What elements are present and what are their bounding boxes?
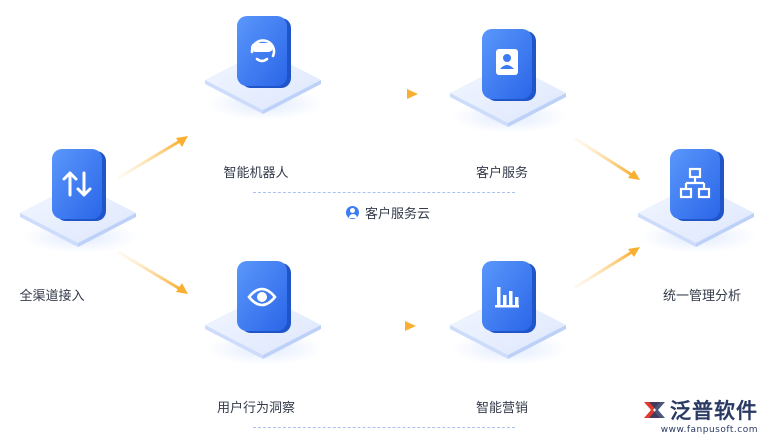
arrow-insight-to-marketing [328, 321, 416, 331]
node-insight-label: 用户行为洞察 [216, 401, 296, 416]
bar-chart-icon [495, 287, 519, 308]
node-analysis [638, 145, 766, 255]
brand-name: 泛普软件 [670, 399, 758, 423]
flowchart-icon [679, 167, 711, 199]
node-marketing-label: 智能营销 [475, 401, 529, 416]
user-icon [346, 206, 359, 219]
brand-watermark: 泛普软件 www.fanpusoft.com [640, 395, 758, 435]
group-cloud-text: 客户服务云 [365, 207, 431, 222]
eye-icon [247, 287, 277, 307]
group-divider-top [253, 192, 515, 193]
brand-url: www.fanpusoft.com [660, 425, 758, 435]
arrow-marketing-to-analysis [573, 247, 640, 290]
node-channel [20, 145, 150, 255]
node-analysis-label: 统一管理分析 [662, 289, 742, 304]
brand-logo-icon [644, 402, 665, 418]
node-marketing [450, 257, 580, 367]
group-divider-bottom [253, 427, 515, 428]
node-service-label: 客户服务 [475, 166, 529, 181]
robot-icon [250, 39, 276, 63]
node-robot [205, 12, 335, 122]
arrow-channel-to-robot [117, 136, 188, 180]
arrow-service-to-analysis [573, 136, 640, 180]
node-insight [205, 257, 335, 367]
node-robot-label: 智能机器人 [223, 166, 289, 181]
agent-card-icon [496, 49, 518, 75]
swap-arrows-icon [62, 171, 92, 197]
node-channel-label: 全渠道接入 [19, 289, 85, 304]
node-service [450, 25, 580, 135]
arrow-robot-to-service [330, 89, 418, 99]
arrow-channel-to-insight [117, 250, 188, 294]
group-cloud-label: 客户服务云 [340, 203, 437, 222]
